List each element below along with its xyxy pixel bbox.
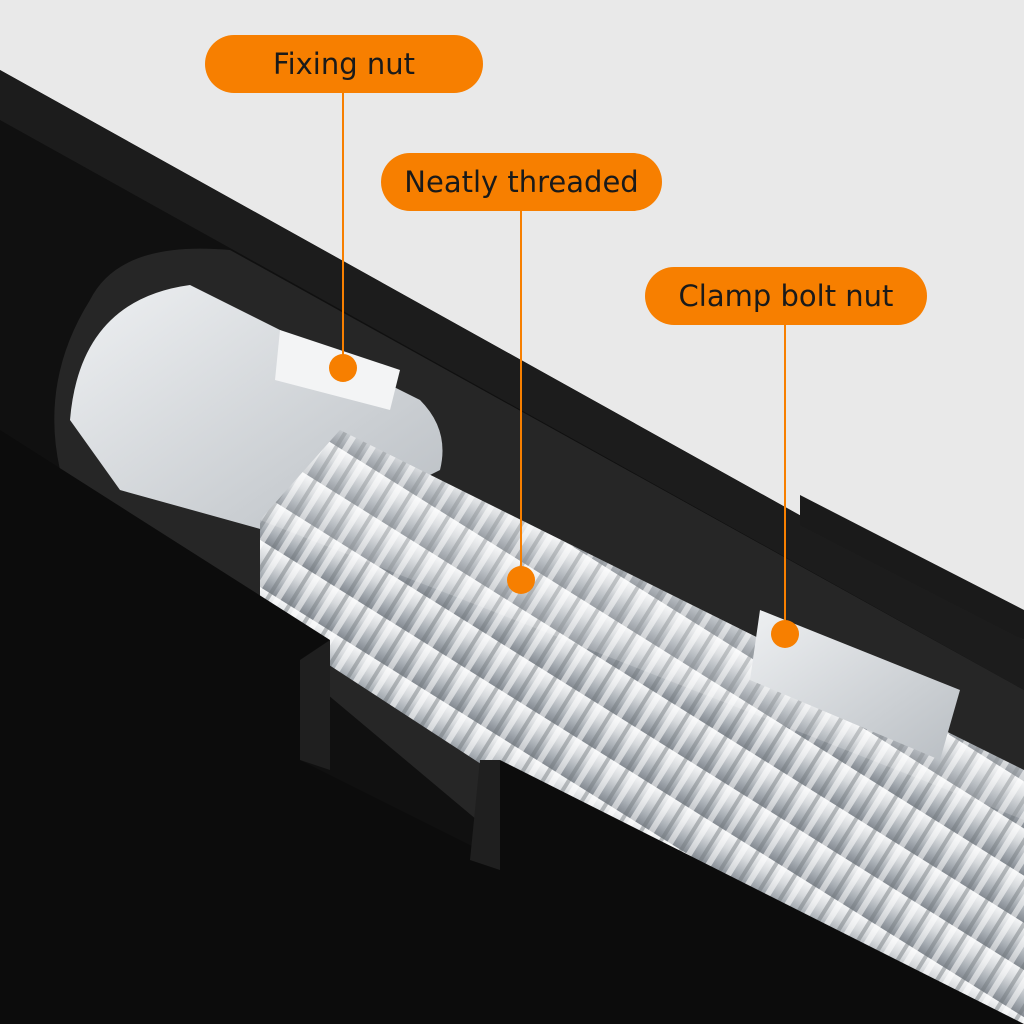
threaded-rod — [260, 430, 1024, 1024]
callout-neatly-threaded-leader — [520, 211, 522, 567]
callout-neatly-threaded-marker — [507, 566, 535, 594]
callout-fixing-nut-label: Fixing nut — [205, 35, 483, 93]
callout-fixing-nut-marker — [329, 354, 357, 382]
callout-fixing-nut-leader — [342, 93, 344, 355]
clamp-bolt-nut-shape — [750, 610, 960, 760]
callout-clamp-bolt-nut-leader — [784, 325, 786, 621]
callout-neatly-threaded-label: Neatly threaded — [381, 153, 662, 211]
tube-front-wall — [0, 430, 1024, 1024]
callout-clamp-bolt-nut-label: Clamp bolt nut — [645, 267, 927, 325]
callout-clamp-bolt-nut-marker — [771, 620, 799, 648]
